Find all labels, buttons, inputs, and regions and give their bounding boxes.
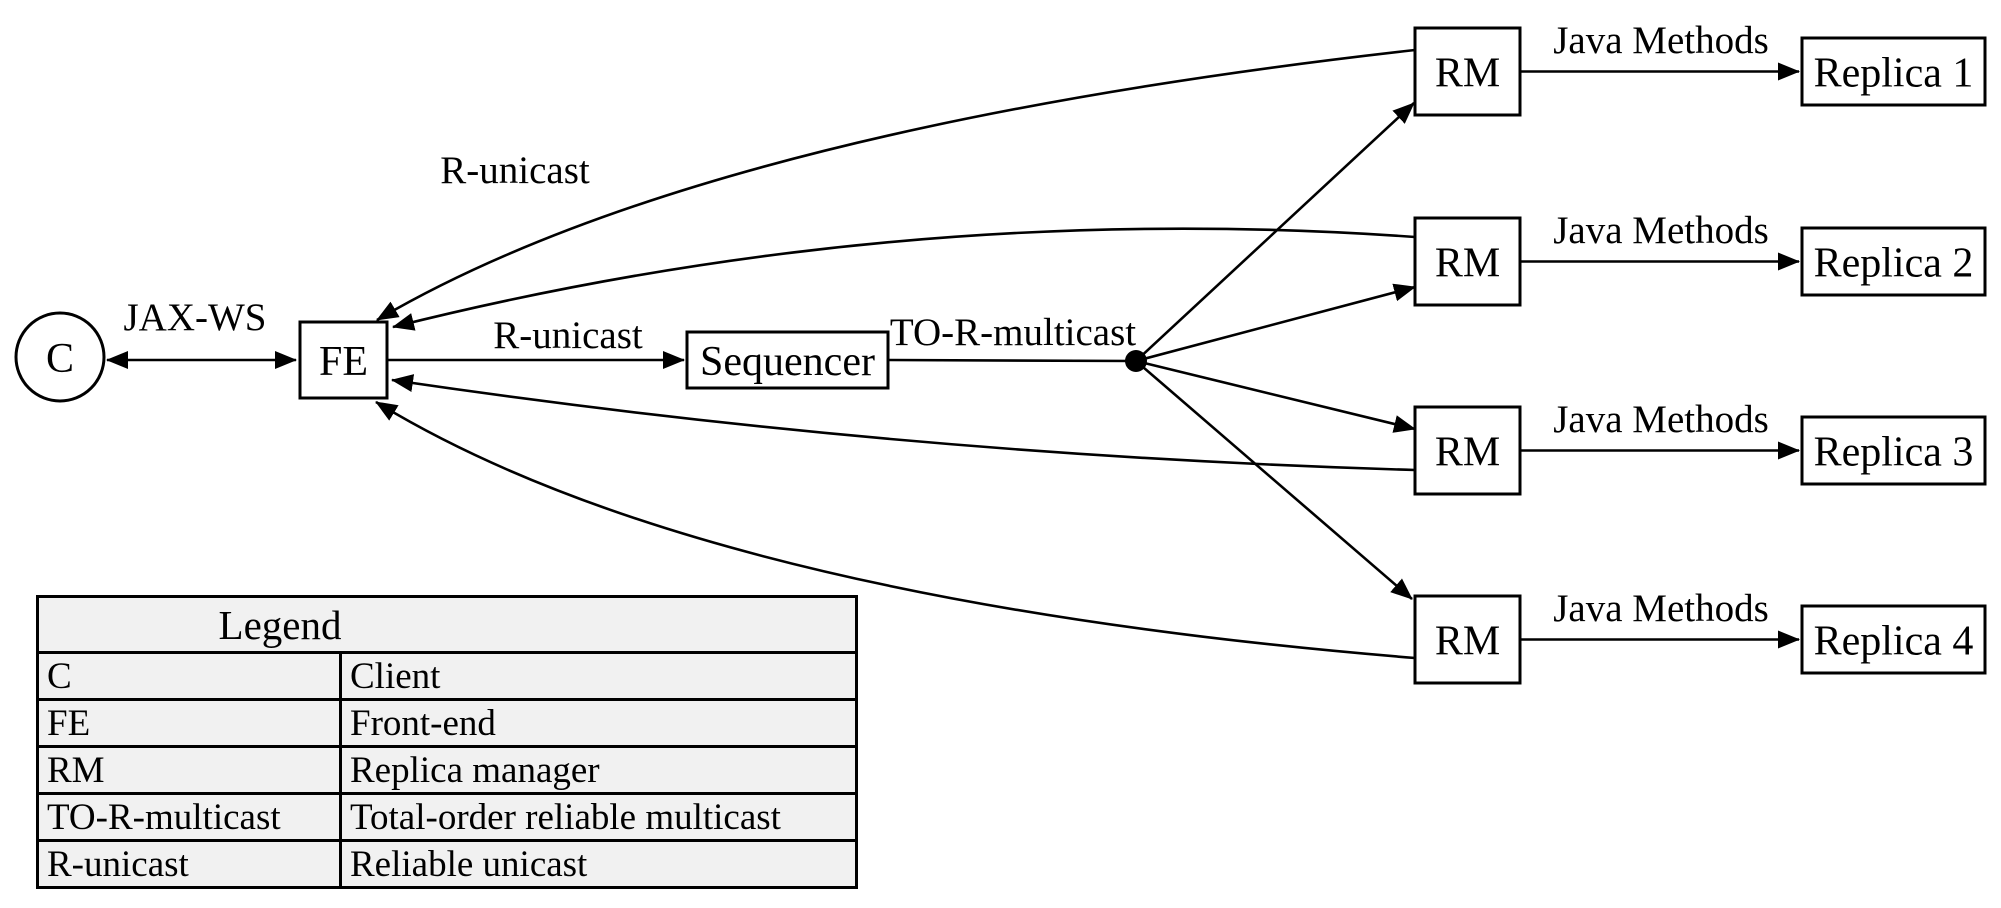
replica-node-2 bbox=[1800, 226, 1987, 297]
edge-rm3-fe-return bbox=[391, 374, 1416, 472]
legend-term: TO-R-multicast bbox=[36, 792, 342, 842]
rm-node-3 bbox=[1413, 405, 1522, 496]
client-node bbox=[14, 311, 106, 403]
legend-definition: Replica manager bbox=[339, 745, 858, 795]
legend-definition: Client bbox=[339, 651, 858, 701]
replica-node-1-label: Replica 1 bbox=[1814, 51, 1974, 97]
legend-header-cell: Legend bbox=[36, 595, 858, 654]
rm-node-2 bbox=[1413, 216, 1522, 307]
legend-term: C bbox=[36, 651, 342, 701]
edge-multicast-rm2 bbox=[1135, 283, 1416, 363]
legend-row-r-unicast: R-unicast Reliable unicast bbox=[36, 839, 858, 889]
edge-label-r-unicast-mid: R-unicast bbox=[493, 314, 643, 357]
edge-rm2-fe-return bbox=[392, 227, 1416, 331]
legend-row-to-r-multicast: TO-R-multicast Total-order reliable mult… bbox=[36, 792, 858, 842]
rm-node-1 bbox=[1413, 26, 1522, 117]
multicast-dot bbox=[1125, 350, 1147, 372]
legend-definition: Front-end bbox=[339, 698, 858, 748]
fe-node bbox=[298, 320, 389, 400]
legend-term: RM bbox=[36, 745, 342, 795]
replica-node-1 bbox=[1800, 36, 1987, 107]
replica-node-4 bbox=[1800, 604, 1987, 675]
legend-row-client: C Client bbox=[36, 651, 858, 701]
edge-sequencer-multicast bbox=[887, 358, 1137, 363]
legend-table: Legend C Client FE Front-end RM Replica … bbox=[36, 595, 858, 889]
edge-label-java-methods-4: Java Methods bbox=[1553, 587, 1769, 630]
rm-node-4-label: RM bbox=[1435, 619, 1500, 665]
legend-definition: Total-order reliable multicast bbox=[339, 792, 858, 842]
edge-multicast-rm3 bbox=[1135, 359, 1416, 433]
rm-node-4 bbox=[1413, 594, 1522, 685]
legend-row-replica-manager: RM Replica manager bbox=[36, 745, 858, 795]
edge-label-jax-ws: JAX-WS bbox=[124, 296, 267, 339]
edge-label-java-methods-1: Java Methods bbox=[1553, 19, 1769, 62]
replica-node-2-label: Replica 2 bbox=[1814, 241, 1974, 287]
rm-node-1-label: RM bbox=[1435, 51, 1500, 97]
sequencer-node bbox=[685, 330, 890, 390]
client-node-label: C bbox=[46, 336, 74, 382]
legend-term: R-unicast bbox=[36, 839, 342, 889]
rm-node-3-label: RM bbox=[1435, 430, 1500, 476]
edge-label-to-r-multicast: TO-R-multicast bbox=[890, 311, 1136, 354]
replica-node-3 bbox=[1800, 415, 1987, 486]
edge-multicast-rm1 bbox=[1135, 102, 1415, 362]
legend-term: FE bbox=[36, 698, 342, 748]
sequencer-node-label: Sequencer bbox=[700, 339, 875, 385]
replica-node-4-label: Replica 4 bbox=[1814, 619, 1974, 665]
legend-row-front-end: FE Front-end bbox=[36, 698, 858, 748]
edge-label-java-methods-2: Java Methods bbox=[1553, 209, 1769, 252]
edge-rm4-fe-return bbox=[375, 400, 1416, 660]
edge-rm1-fe-return bbox=[376, 48, 1416, 322]
legend-definition: Reliable unicast bbox=[339, 839, 858, 889]
fe-node-label: FE bbox=[319, 339, 368, 385]
edge-multicast-rm4 bbox=[1135, 360, 1413, 600]
edge-label-r-unicast-top: R-unicast bbox=[440, 149, 590, 192]
edge-label-java-methods-3: Java Methods bbox=[1553, 398, 1769, 441]
replica-node-3-label: Replica 3 bbox=[1814, 430, 1974, 476]
rm-node-2-label: RM bbox=[1435, 241, 1500, 287]
legend-title: Legend bbox=[218, 601, 342, 648]
